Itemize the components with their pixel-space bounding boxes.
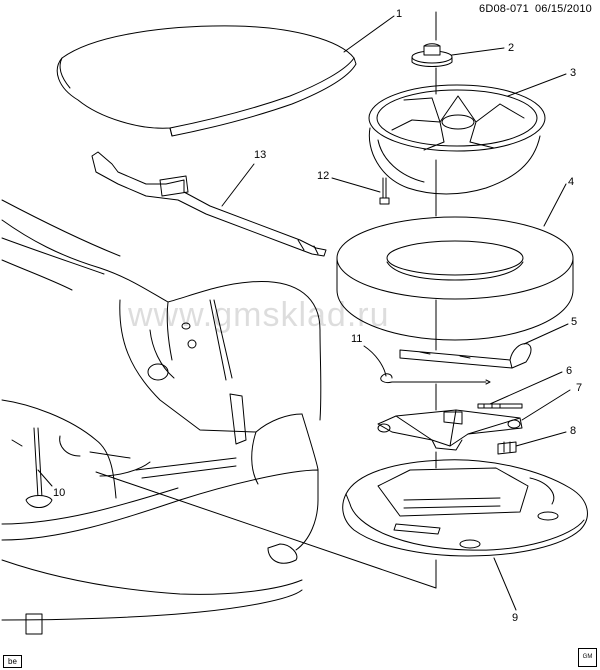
callout-6: 6 (566, 365, 573, 377)
assembly-centerlines (95, 11, 437, 589)
retainer-bolt-part (379, 177, 390, 205)
storage-tray-part (342, 459, 588, 557)
floor-cover-part (56, 25, 357, 137)
callout-12: 12 (317, 170, 330, 182)
callout-7: 7 (576, 382, 583, 394)
diagram-date: 06/15/2010 (534, 3, 592, 15)
gm-logo-icon: GM (578, 648, 597, 667)
jack-bracket-part (497, 441, 517, 455)
diagram-id: 6D08-071 (479, 3, 529, 15)
callout-9: 9 (512, 612, 519, 624)
retaining-strap-part (91, 151, 327, 257)
callout-11: 11 (351, 333, 363, 345)
view-code-box: be (3, 655, 22, 668)
hold-down-nut-part (411, 43, 453, 67)
spare-wheel-part (368, 84, 546, 195)
extension-rod-part (477, 403, 523, 409)
callout-3: 3 (570, 67, 577, 79)
jack-rod-part (380, 373, 491, 385)
callout-2: 2 (508, 42, 515, 54)
spare-tire-part (336, 216, 574, 341)
callout-5: 5 (571, 316, 578, 328)
callout-1: 1 (396, 8, 403, 20)
callout-13: 13 (254, 149, 267, 161)
callout-leaders (37, 15, 571, 611)
jack-handle-part (399, 343, 532, 369)
storage-rod-part (25, 427, 53, 508)
callout-4: 4 (568, 176, 575, 188)
callout-8: 8 (570, 425, 577, 437)
diagram-header: 6D08-071 06/15/2010 (473, 3, 592, 15)
vehicle-rear-body (1, 199, 322, 635)
callout-10: 10 (53, 487, 66, 499)
scissor-jack-part (377, 409, 523, 451)
